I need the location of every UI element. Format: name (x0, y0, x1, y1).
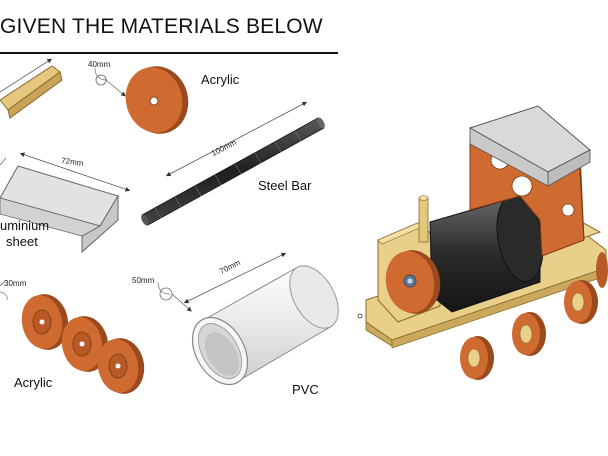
aluminium-sheet (0, 152, 131, 254)
steel-bar-label: Steel Bar (258, 178, 312, 193)
wood-strip (0, 58, 63, 119)
pvc-pipe (157, 252, 339, 386)
toy-train (365, 105, 608, 380)
acrylic-wheels (0, 279, 145, 394)
wheel-3 (97, 338, 145, 394)
acrylic-wheels-dimension: 30mm (4, 279, 27, 288)
acrylic-wheels-label: Acrylic (14, 375, 53, 390)
train-wheel-mid-left (512, 312, 546, 356)
steel-bar (141, 101, 325, 226)
train-wheel-rear-left (564, 280, 598, 324)
page-title: GIVEN THE MATERIALS BELOW (0, 15, 323, 38)
acrylic-disc-label: Acrylic (201, 72, 240, 87)
pvc-pipe-diameter: 50mm (132, 276, 155, 285)
acrylic-disc (94, 66, 189, 134)
pvc-pipe-label: PVC (292, 382, 319, 397)
aluminium-sheet-label-line1: uminium (0, 218, 50, 233)
wheel-2 (61, 316, 109, 372)
acrylic-disc-dimension: 40mm (88, 60, 111, 69)
title-underline (0, 52, 338, 54)
aluminium-sheet-label-line2: sheet (6, 234, 38, 249)
wheel-1 (21, 294, 69, 350)
bullet-marker (357, 313, 363, 319)
train-wheel-front-left (460, 336, 494, 380)
train-wheel-rear-right (596, 252, 608, 288)
